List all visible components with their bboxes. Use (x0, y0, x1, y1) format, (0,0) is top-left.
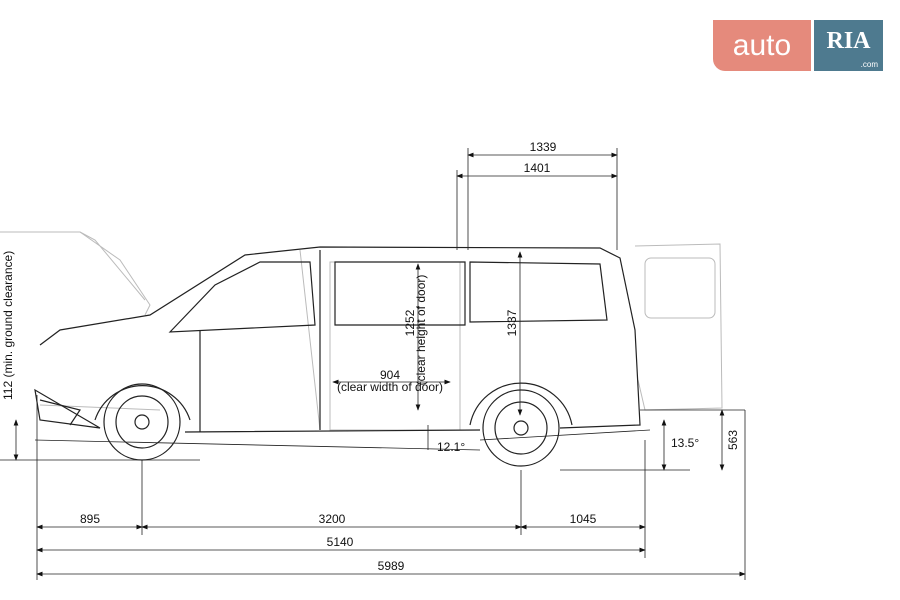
dimension-lines (0, 148, 746, 580)
dim-5140: 5140 (327, 535, 354, 549)
dim-895: 895 (80, 512, 100, 526)
dim-1045: 1045 (570, 512, 597, 526)
open-hood-and-door (0, 231, 723, 431)
logo-com: .com (860, 60, 878, 69)
dim-5989: 5989 (378, 559, 405, 573)
logo-ria-text: RIA (826, 28, 871, 54)
logo-auto: auto (713, 20, 811, 71)
door-height-label: (clear height of door) (414, 275, 428, 386)
ground-clearance: 112 (min. ground clearance) (1, 251, 15, 400)
autoria-logo: auto RIA .com (713, 20, 883, 71)
dim-1401: 1401 (524, 161, 551, 175)
dim-door-width: 904 (380, 368, 400, 382)
van-outline (34, 246, 641, 467)
dim-3200: 3200 (319, 512, 346, 526)
ramp-angle: 12.1° (437, 440, 465, 454)
dim-door-height: 1252 (403, 309, 417, 336)
dim-1337: 1337 (505, 309, 519, 336)
dim-1339: 1339 (530, 140, 557, 154)
dim-563: 563 (726, 430, 740, 450)
door-width-label: (clear width of door) (337, 380, 443, 394)
departure-angle: 13.5° (671, 436, 699, 450)
logo-ria: RIA .com (814, 20, 883, 71)
